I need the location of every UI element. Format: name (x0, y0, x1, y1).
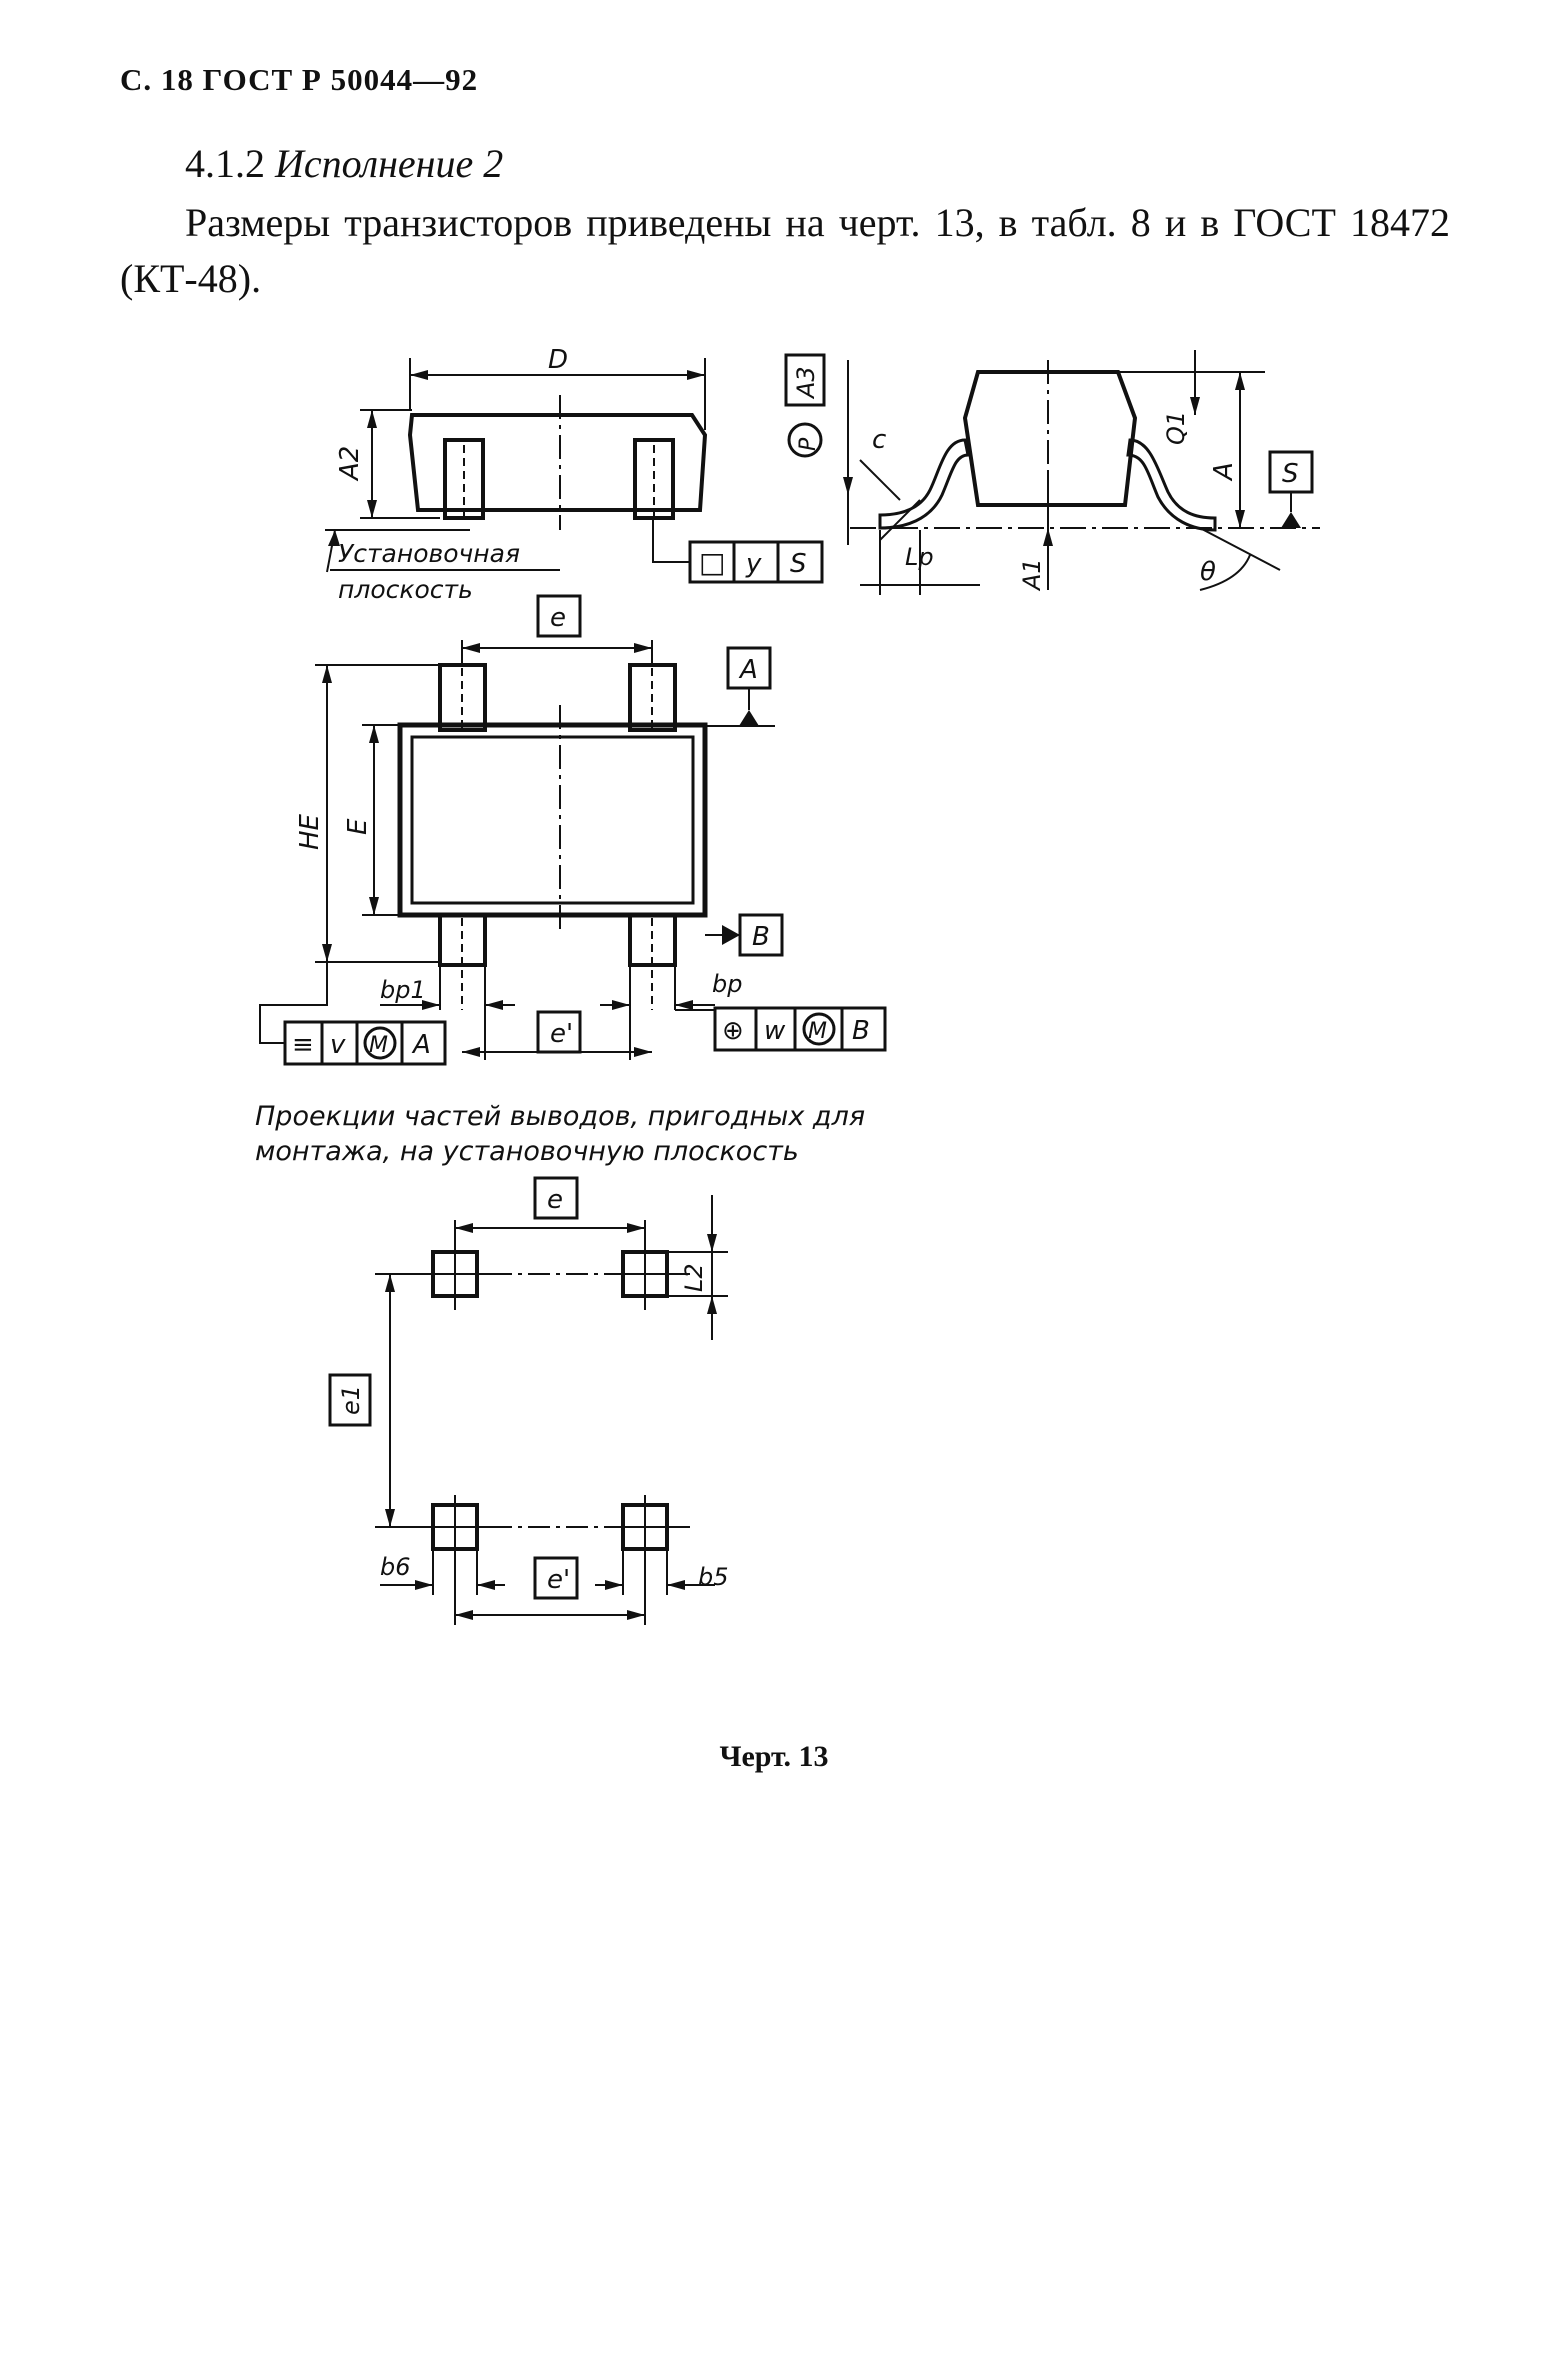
page-header: С. 18 ГОСТ Р 50044—92 (120, 62, 479, 97)
dim-label-e-prime-footprint: e' (547, 1565, 570, 1595)
gull-lead-right (1126, 438, 1217, 532)
frame-left-A: A (411, 1030, 431, 1060)
side-view: D A2 Установочная плоскость □ y S (325, 345, 824, 604)
dim-label-D: D (548, 345, 568, 375)
tolerance-frame-left (283, 1020, 447, 1066)
dim-label-A2: A2 (335, 446, 365, 482)
gull-lead-left (878, 438, 970, 530)
body-paragraph: Размеры транзисторов приведены на черт. … (120, 200, 1450, 301)
mounting-plane-label: Установочная (338, 539, 520, 568)
dim-label-e1: e1 (337, 1385, 365, 1415)
dim-label-A1: A1 (1018, 558, 1046, 592)
top-view: e A HE E (259, 594, 887, 1066)
top-lead-1 (438, 663, 487, 732)
projection-caption-2: монтажа, на установочную плоскость (255, 1136, 799, 1167)
frame-y: y (745, 549, 762, 579)
section-title: Исполнение 2 (275, 141, 504, 186)
datum-A: A (738, 655, 758, 685)
dim-label-c: c (872, 425, 886, 455)
frame-right-position: ⊕ (722, 1016, 744, 1046)
end-view: A3 P c A Q1 S A1 (784, 350, 1320, 595)
dim-label-e-prime-top: e' (550, 1019, 573, 1049)
dim-label-Lp: Lp (905, 543, 934, 571)
dim-label-L2: L2 (680, 1263, 708, 1292)
dim-label-HE: HE (295, 813, 325, 850)
frame-right-M: M (808, 1019, 827, 1044)
datum-S: S (1282, 459, 1299, 489)
dim-label-e-top: e (550, 603, 566, 633)
dim-label-A: A (1209, 462, 1239, 482)
mounting-plane-label-2: плоскость (338, 575, 473, 604)
circle-label-P: P (796, 437, 821, 451)
frame-left-symmetry: ≡ (292, 1030, 314, 1060)
flatness-symbol: □ (699, 546, 725, 579)
frame-left-v: v (330, 1030, 346, 1060)
section-heading: 4.1.2 Исполнение 2 (185, 140, 503, 187)
frame-S: S (790, 549, 807, 579)
figure-caption: Черт. 13 (719, 1740, 829, 1773)
dim-label-bp1: bp1 (380, 976, 426, 1004)
dim-label-Q1: Q1 (1162, 411, 1190, 445)
frame-right-w: w (764, 1016, 786, 1046)
dim-label-b6: b6 (380, 1553, 411, 1581)
dim-label-b5: b5 (698, 1563, 729, 1591)
frame-right-B: B (852, 1016, 870, 1046)
dim-label-E: E (343, 818, 373, 835)
section-number: 4.1.2 (185, 141, 265, 186)
datum-B: B (752, 922, 770, 952)
package-body-side (407, 413, 708, 512)
dim-label-theta: θ (1200, 557, 1216, 587)
dim-label-A3: A3 (792, 366, 820, 400)
footprint-view: e L2 e1 (328, 1176, 729, 1625)
dim-label-bp: bp (712, 970, 742, 998)
top-lead-2 (628, 663, 677, 732)
package-body-end (962, 370, 1138, 507)
dim-label-e-footprint: e (547, 1185, 563, 1215)
tolerance-frame-right (713, 1006, 887, 1052)
frame-left-M: M (369, 1033, 388, 1058)
projection-caption-1: Проекции частей выводов, пригодных для (255, 1101, 865, 1132)
package-body-top (397, 722, 708, 918)
flatness-frame (688, 540, 824, 584)
